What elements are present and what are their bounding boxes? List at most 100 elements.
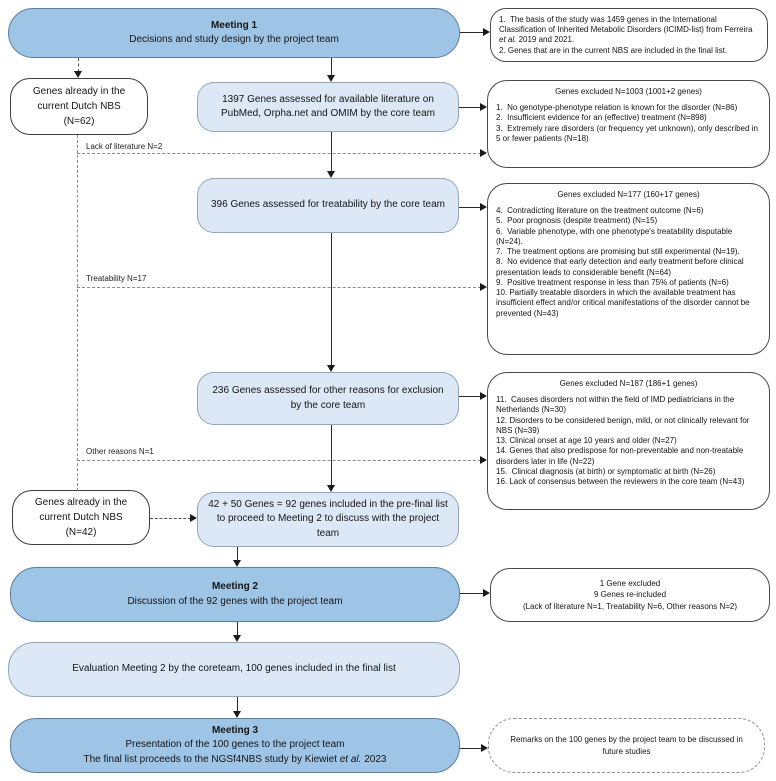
connector-prefinal-to-meeting2 <box>237 547 238 560</box>
arrowhead-down-icon <box>233 635 241 642</box>
connector-treatability <box>77 287 481 288</box>
meeting3-line2-suffix: 2023 <box>361 753 387 765</box>
node-meeting1: Meeting 1 Decisions and study design by … <box>8 8 460 58</box>
node-note-basis: 1. The basis of the study was 1459 genes… <box>490 8 768 62</box>
connector-lack-of-literature <box>77 153 481 154</box>
connector-evaluation-to-meeting3 <box>237 697 238 711</box>
excluded-item: 5. Poor prognosis (despite treatment) (N… <box>496 216 658 226</box>
arrowhead-right-icon <box>480 456 487 464</box>
node-excluded-177: Genes excluded N=177 (160+17 genes) 4. C… <box>487 183 770 355</box>
node-genes396: 396 Genes assessed for treatability by t… <box>197 178 459 233</box>
arrowhead-right-icon <box>480 103 487 111</box>
genes1397-body: 1397 Genes assessed for available litera… <box>221 93 435 120</box>
arrowhead-right-icon <box>483 28 490 36</box>
node-excluded-1003: Genes excluded N=1003 (1001+2 genes) 1. … <box>487 80 770 168</box>
arrowhead-down-icon <box>327 365 335 372</box>
meeting2-note-line3: (Lack of literature N=1, Treatability N=… <box>522 601 738 611</box>
edge-label-treatability: Treatability N=17 <box>84 274 149 283</box>
node-excluded-187: Genes excluded N=187 (186+1 genes) 11. C… <box>487 372 770 510</box>
prefinal-body: 42 + 50 Genes = 92 genes included in the… <box>208 498 448 539</box>
connector-1397-to-excluded1003 <box>459 107 480 108</box>
node-nbs42: Genes already in the current Dutch NBS (… <box>12 490 150 545</box>
note-basis-item1-suffix: 2019 and 2021. <box>516 35 575 45</box>
connector-meeting2-to-evaluation <box>237 622 238 635</box>
note-basis-item1: 1. The basis of the study was 1459 genes… <box>499 15 759 46</box>
arrowhead-down-icon <box>327 75 335 82</box>
meeting2-title: Meeting 2 <box>211 581 259 592</box>
node-genes236: 236 Genes assessed for other reasons for… <box>197 372 459 425</box>
arrowhead-right-icon <box>480 203 487 211</box>
connector-meeting1-to-1397 <box>331 58 332 75</box>
arrowhead-down-icon <box>233 711 241 718</box>
meeting3-line2-italic: et al. <box>339 753 362 765</box>
excluded-item: 12. Disorders to be considered benign, m… <box>496 415 752 435</box>
connector-nbs62-to-nbs42 <box>77 135 78 491</box>
genes236-body: 236 Genes assessed for other reasons for… <box>212 385 444 411</box>
node-remarks: Remarks on the 100 genes by the project … <box>488 718 765 773</box>
meeting3-line2: The final list proceeds to the NGSf4NBS … <box>84 753 387 768</box>
node-meeting2: Meeting 2 Discussion of the 92 genes wit… <box>10 567 460 622</box>
excluded-item: 10. Partially treatable disorders in whi… <box>496 288 752 318</box>
connector-236-to-prefinal <box>331 425 332 485</box>
meeting3-line1: Presentation of the 100 genes to the pro… <box>125 739 345 751</box>
arrowhead-down-icon <box>233 560 241 567</box>
arrowhead-right-icon <box>481 744 488 752</box>
note-basis-item1-prefix: 1. The basis of the study was 1459 genes… <box>499 15 755 35</box>
excluded-187-title: Genes excluded N=187 (186+1 genes) <box>559 379 698 388</box>
connector-meeting2-to-note <box>460 593 483 594</box>
arrowhead-down-icon <box>327 485 335 492</box>
remarks-body: Remarks on the 100 genes by the project … <box>510 735 743 756</box>
excluded-item: 7. The treatment options are promising b… <box>496 247 740 257</box>
nbs62-count: (N=62) <box>63 116 95 127</box>
excluded-item: 6. Variable phenotype, with one phenotyp… <box>496 226 735 246</box>
evaluation-body: Evaluation Meeting 2 by the coreteam, 10… <box>72 663 396 675</box>
meeting2-body: Discussion of the 92 genes with the proj… <box>127 595 343 607</box>
edge-label-other-reasons: Other reasons N=1 <box>84 447 156 456</box>
node-prefinal: 42 + 50 Genes = 92 genes included in the… <box>197 492 459 547</box>
arrowhead-right-icon <box>190 514 197 522</box>
node-genes1397: 1397 Genes assessed for available litera… <box>197 82 459 132</box>
excluded-1003-title: Genes excluded N=1003 (1001+2 genes) <box>555 87 702 96</box>
meeting2-note-line2: 9 Genes re-included <box>593 590 667 600</box>
connector-meeting1-to-note <box>460 32 483 33</box>
note-basis-item2: 2. Genes that are in the current NBS are… <box>499 45 728 55</box>
excluded-item: 4. Contradicting literature on the treat… <box>496 206 704 216</box>
excluded-item: 13. Clinical onset at age 10 years and o… <box>496 436 677 446</box>
excluded-item: 14. Genes that also predispose for non-p… <box>496 446 746 466</box>
meeting1-body: Decisions and study design by the projec… <box>129 34 339 45</box>
connector-1397-to-396 <box>331 132 332 171</box>
meeting1-title: Meeting 1 <box>210 19 258 31</box>
connector-meeting1-to-nbs62 <box>78 58 79 72</box>
meeting2-note-line1: 1 Gene excluded <box>599 579 661 589</box>
node-nbs62: Genes already in the current Dutch NBS (… <box>10 78 148 135</box>
connector-236-to-excluded187 <box>459 396 480 397</box>
arrowhead-right-icon <box>480 283 487 291</box>
connector-396-to-excluded177 <box>459 207 480 208</box>
excluded-item: 16. Lack of consensus between the review… <box>496 477 745 487</box>
nbs42-body: Genes already in the current Dutch NBS <box>34 497 128 523</box>
arrowhead-right-icon <box>480 392 487 400</box>
arrowhead-down-icon <box>74 71 82 78</box>
note-basis-item1-italic: et al. <box>499 35 517 45</box>
genes396-body: 396 Genes assessed for treatability by t… <box>210 199 445 211</box>
excluded-item: 15. Clinical diagnosis (at birth) or sym… <box>496 466 716 476</box>
node-evaluation: Evaluation Meeting 2 by the coreteam, 10… <box>8 642 460 697</box>
edge-label-lack-of-literature: Lack of literature N=2 <box>84 142 165 151</box>
nbs42-count: (N=42) <box>65 527 97 538</box>
arrowhead-down-icon <box>327 171 335 178</box>
arrowhead-right-icon <box>483 589 490 597</box>
meeting3-line2-prefix: The final list proceeds to the NGSf4NBS … <box>83 753 340 765</box>
excluded-item: 8. No evidence that early detection and … <box>496 257 746 277</box>
excluded-item: 11. Causes disorders not within the fiel… <box>496 395 737 415</box>
connector-nbs42-to-prefinal <box>150 518 191 519</box>
connector-other-reasons <box>77 460 481 461</box>
excluded-item: 3. Extremely rare disorders (or frequenc… <box>496 123 761 143</box>
nbs62-body: Genes already in the current Dutch NBS <box>32 86 126 112</box>
excluded-item: 1. No genotype-phenotype relation is kno… <box>496 103 738 113</box>
excluded-item: 2. Insufficient evidence for an (effecti… <box>496 113 707 123</box>
node-meeting2-note: 1 Gene excluded 9 Genes re-included (Lac… <box>490 568 770 622</box>
arrowhead-right-icon <box>480 149 487 157</box>
connector-meeting3-to-remarks <box>460 748 481 749</box>
node-meeting3: Meeting 3 Presentation of the 100 genes … <box>10 718 460 773</box>
